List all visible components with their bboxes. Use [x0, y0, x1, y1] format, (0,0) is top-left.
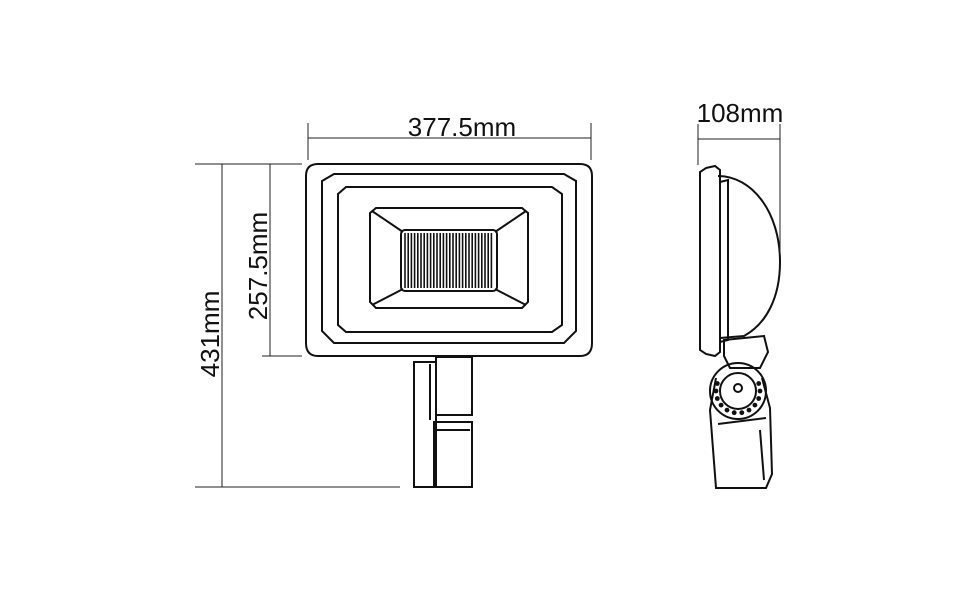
side-arm-edge	[717, 417, 767, 425]
side-neck	[723, 334, 770, 369]
pivot-tooth	[724, 407, 730, 413]
bracket-base	[433, 421, 473, 488]
reflector-edge-br	[494, 288, 527, 306]
side-arm-slot	[759, 429, 765, 481]
reflector-edge-bl	[371, 288, 404, 306]
side-pivot-bolt	[733, 383, 743, 393]
housing-height-dimension: 257.5mm	[243, 163, 302, 357]
front-housing-outline	[305, 163, 593, 357]
pivot-tooth	[714, 396, 720, 401]
side-view	[699, 164, 782, 489]
bracket-pivot	[435, 356, 473, 416]
width-label: 377.5mm	[408, 112, 516, 142]
led-fins	[404, 233, 493, 288]
total-height-dimension: 431mm	[195, 163, 400, 488]
total-height-label: 431mm	[195, 291, 225, 378]
front-view	[305, 163, 593, 488]
pivot-tooth	[756, 381, 762, 386]
pivot-tooth	[757, 388, 763, 394]
side-front-plate	[699, 164, 721, 358]
side-arm	[708, 377, 774, 489]
side-rear-dome	[717, 175, 782, 339]
width-dimension: 377.5mm	[307, 112, 592, 160]
bracket-arm	[413, 361, 437, 488]
housing-height-label: 257.5mm	[243, 212, 273, 320]
front-diffuser	[337, 186, 563, 333]
led-module	[400, 229, 498, 292]
pivot-tooth	[752, 402, 758, 408]
pivot-tooth	[718, 402, 724, 408]
front-bezel	[321, 173, 577, 344]
depth-dimension: 108mm	[697, 98, 784, 255]
side-rear-dome-rim	[719, 178, 729, 343]
pivot-teeth	[713, 381, 763, 416]
pivot-tooth	[756, 396, 762, 401]
reflector-edge-tl	[371, 210, 404, 233]
pivot-tooth	[731, 410, 737, 416]
depth-label: 108mm	[697, 98, 784, 128]
side-pivot-inner	[719, 372, 757, 410]
reflector-edge-tr	[494, 210, 527, 233]
pivot-tooth	[746, 407, 752, 413]
pivot-tooth	[739, 410, 745, 416]
